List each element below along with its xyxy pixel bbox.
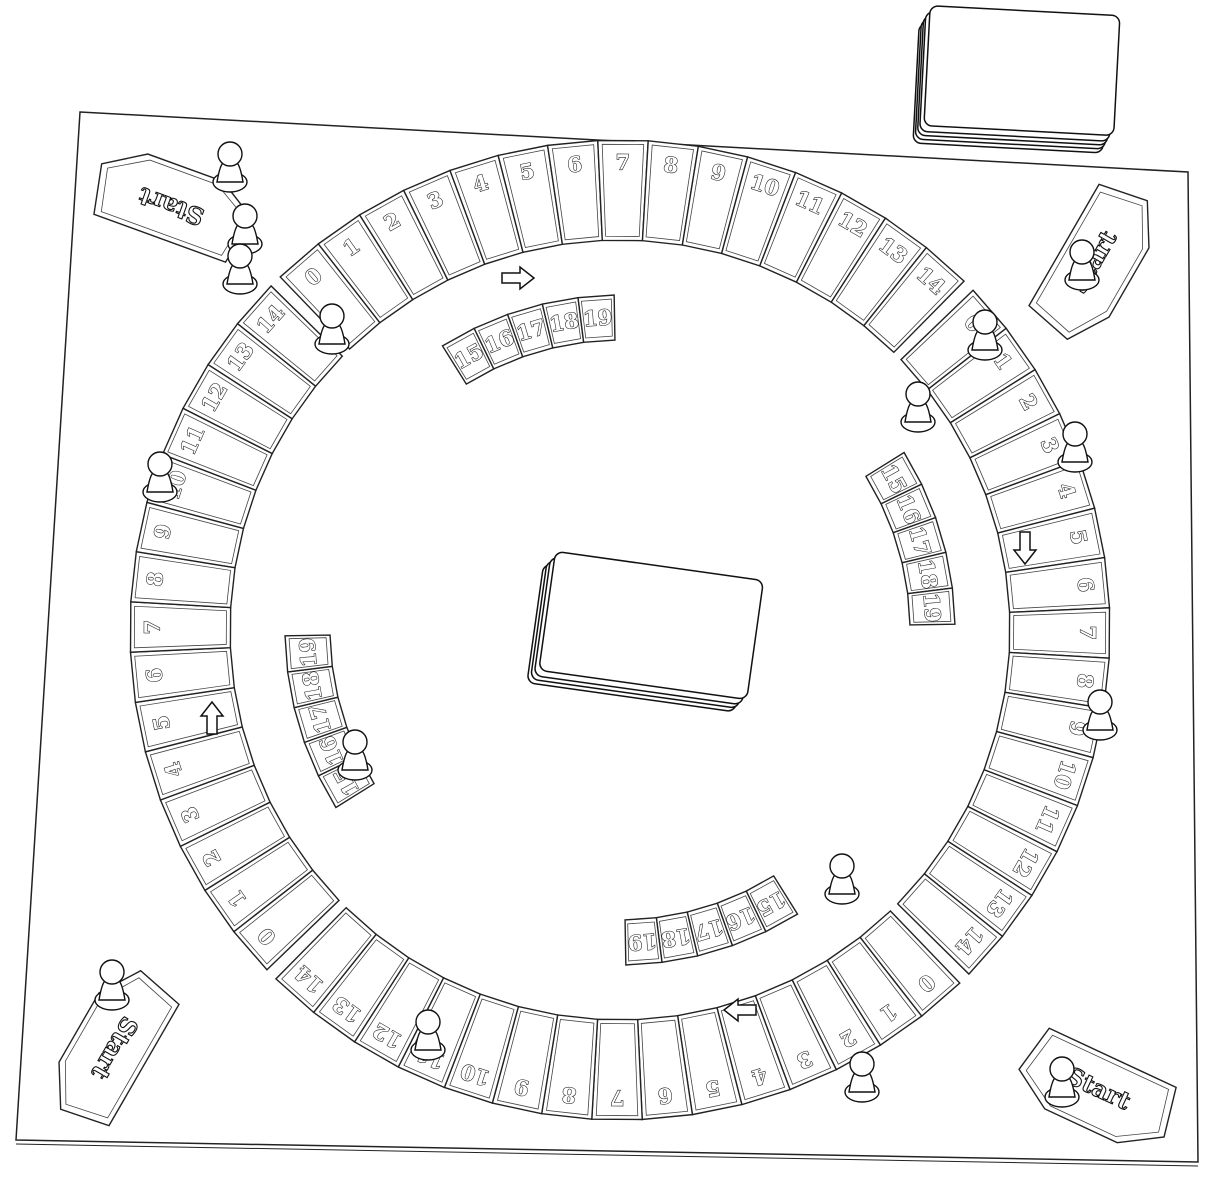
track-number: 8 — [662, 152, 679, 178]
track-number: 19 — [919, 592, 946, 623]
track-space-home-top-left-19[interactable]: 19 — [578, 295, 615, 342]
track-number: 6 — [141, 667, 167, 684]
track-number: 8 — [1072, 672, 1098, 689]
track-number: 8 — [142, 570, 168, 587]
track-number: 6 — [1073, 576, 1099, 593]
track-number: 18 — [297, 669, 327, 702]
track-number: 18 — [659, 923, 692, 953]
track-number: 7 — [139, 620, 164, 635]
track-number: 18 — [547, 307, 580, 337]
track-number: 18 — [913, 557, 943, 590]
track-number: 19 — [627, 929, 658, 956]
center-card-pile[interactable] — [527, 551, 764, 712]
track-number: 8 — [560, 1082, 577, 1108]
track-space-home-bottom-left-19[interactable]: 19 — [285, 635, 332, 672]
draw-pile[interactable] — [913, 6, 1120, 153]
track-space-right-7[interactable]: 7 — [1009, 608, 1109, 658]
track-number: 7 — [610, 1085, 625, 1110]
track-space-home-bottom-right-19[interactable]: 19 — [625, 918, 662, 965]
track-number: 19 — [294, 637, 321, 668]
track-number: 6 — [566, 151, 583, 177]
track-space-bottom-7[interactable]: 7 — [592, 1019, 642, 1119]
track-space-home-top-right-19[interactable]: 19 — [908, 588, 955, 625]
track-number: 7 — [615, 149, 630, 174]
track-space-top-7[interactable]: 7 — [598, 141, 648, 241]
track-number: 6 — [657, 1083, 674, 1109]
track-number: 7 — [1075, 625, 1100, 640]
track-space-left-7[interactable]: 7 — [131, 602, 231, 652]
track-number: 19 — [582, 304, 613, 331]
